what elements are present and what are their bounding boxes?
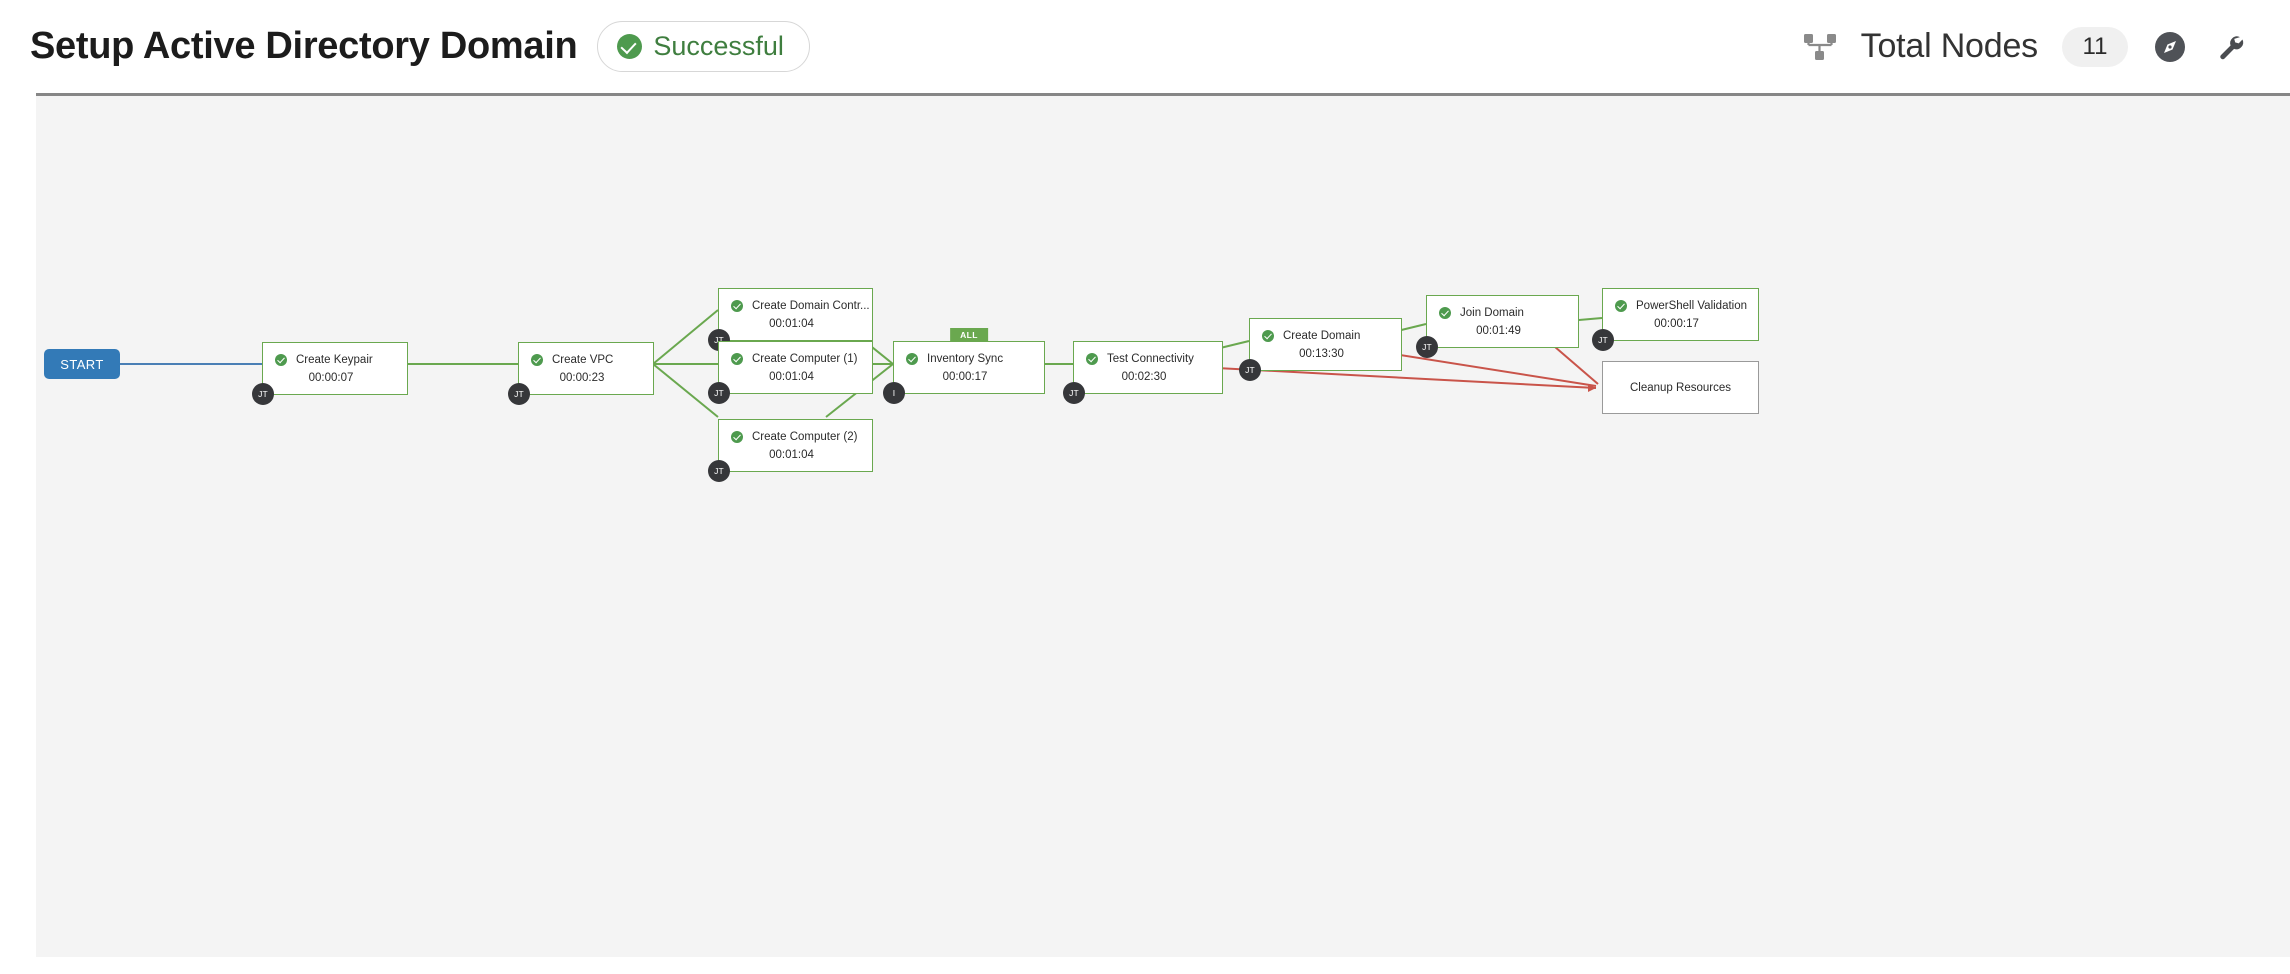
- node-type-badge: I: [883, 382, 905, 404]
- workflow-node-inventory-sync[interactable]: ALL Inventory Sync 00:00:17 I: [883, 328, 1045, 404]
- header-right-group: Total Nodes 11: [1803, 26, 2290, 67]
- node-header: Create Computer (1): [719, 352, 872, 365]
- workflow-node-join-domain[interactable]: Join Domain 00:01:49 JT: [1416, 295, 1579, 358]
- node-hierarchy-icon: [1803, 32, 1837, 62]
- node-title: Create Domain Contr...: [752, 299, 870, 312]
- compass-icon[interactable]: [2152, 29, 2188, 65]
- workflow-node-create-computer-2[interactable]: Create Computer (2) 00:01:04 JT: [708, 419, 873, 482]
- node-header: Create Keypair: [263, 353, 407, 366]
- arrowhead-cleanup: [1588, 384, 1596, 392]
- node-header: Test Connectivity: [1074, 352, 1222, 365]
- node-duration: 00:02:30: [1121, 370, 1167, 383]
- node-header: Create Computer (2): [719, 430, 872, 443]
- node-title: PowerShell Validation: [1636, 299, 1748, 312]
- workflow-node-create-computer-1[interactable]: Create Computer (1) 00:01:04 JT: [708, 341, 873, 404]
- total-nodes-label: Total Nodes: [1860, 27, 2039, 65]
- workflow-node-create-domain[interactable]: Create Domain 00:13:30 JT: [1239, 318, 1402, 381]
- workflow-edges: [120, 309, 1603, 418]
- graph-layer: START Create Keypair 00:00:07 JT Create …: [36, 96, 2290, 957]
- node-duration: 00:01:49: [1476, 324, 1521, 337]
- node-header: Inventory Sync: [894, 352, 1044, 365]
- node-duration: 00:01:04: [769, 370, 814, 383]
- node-header: Create Domain Contr...: [719, 299, 872, 312]
- node-type-badge: JT: [1416, 336, 1438, 358]
- status-success-icon: [275, 353, 287, 366]
- status-success-icon: [906, 352, 918, 365]
- node-duration: 00:00:23: [559, 371, 605, 384]
- node-type-badge: JT: [1592, 329, 1614, 351]
- node-title: Create Keypair: [296, 353, 373, 366]
- node-type-badge: JT: [1239, 359, 1261, 381]
- workflow-node-test-connectivity[interactable]: Test Connectivity 00:02:30 JT: [1063, 341, 1223, 404]
- node-type-badge: JT: [708, 382, 730, 404]
- node-type-badge: JT: [1063, 382, 1085, 404]
- node-tag-all: ALL: [950, 328, 988, 342]
- node-title: Test Connectivity: [1107, 352, 1194, 365]
- node-title: Cleanup Resources: [1629, 381, 1731, 394]
- node-duration: 00:13:30: [1299, 347, 1344, 360]
- status-success-icon: [731, 352, 743, 365]
- page-title: Setup Active Directory Domain: [30, 25, 578, 67]
- node-header: Join Domain: [1427, 306, 1578, 319]
- workflow-node-create-vpc[interactable]: Create VPC 00:00:23 JT: [508, 342, 654, 405]
- status-success-icon: [1086, 352, 1098, 365]
- status-success-icon: [1615, 299, 1627, 312]
- start-node-label: START: [60, 356, 104, 372]
- total-nodes-count: 11: [2062, 26, 2128, 67]
- workflow-node-create-domain-controller[interactable]: Create Domain Contr... 00:01:04 JT: [708, 288, 873, 351]
- status-success-icon: [731, 430, 743, 443]
- status-badge: Successful: [597, 21, 810, 72]
- node-title: Create VPC: [552, 353, 614, 366]
- node-type-badge: JT: [708, 460, 730, 482]
- header-left-group: Setup Active Directory Domain Successful: [0, 21, 810, 72]
- workflow-node-cleanup-resources[interactable]: Cleanup Resources: [1602, 361, 1759, 414]
- node-duration: 00:00:17: [942, 370, 988, 383]
- workflow-canvas[interactable]: START Create Keypair 00:00:07 JT Create …: [36, 93, 2290, 957]
- node-title: Create Domain: [1283, 329, 1361, 342]
- node-duration: 00:01:04: [769, 317, 814, 330]
- node-type-badge: JT: [508, 383, 530, 405]
- node-duration: 00:01:04: [769, 448, 814, 461]
- node-type-badge: JT: [252, 383, 274, 405]
- node-header: Create VPC: [519, 353, 653, 366]
- node-header: Create Domain: [1250, 329, 1401, 342]
- app-header: Setup Active Directory Domain Successful…: [0, 0, 2290, 93]
- start-node[interactable]: START: [44, 349, 120, 379]
- node-title: Create Computer (1): [752, 352, 858, 365]
- node-title: Create Computer (2): [752, 430, 858, 443]
- status-success-icon: [731, 299, 743, 312]
- status-badge-label: Successful: [653, 31, 784, 61]
- status-success-icon: [531, 353, 543, 366]
- status-success-icon: [1439, 306, 1451, 319]
- status-success-icon: [1262, 329, 1274, 342]
- node-title: Join Domain: [1460, 306, 1524, 319]
- workflow-node-create-keypair[interactable]: Create Keypair 00:00:07 JT: [252, 342, 408, 405]
- node-duration: 00:00:17: [1654, 317, 1699, 330]
- workflow-node-powershell-validation[interactable]: PowerShell Validation 00:00:17 JT: [1592, 288, 1759, 351]
- node-header: PowerShell Validation: [1603, 299, 1758, 312]
- node-title: Inventory Sync: [927, 352, 1004, 365]
- node-duration: 00:00:07: [308, 371, 354, 384]
- wrench-icon[interactable]: [2212, 29, 2248, 65]
- check-circle-icon: [617, 34, 643, 59]
